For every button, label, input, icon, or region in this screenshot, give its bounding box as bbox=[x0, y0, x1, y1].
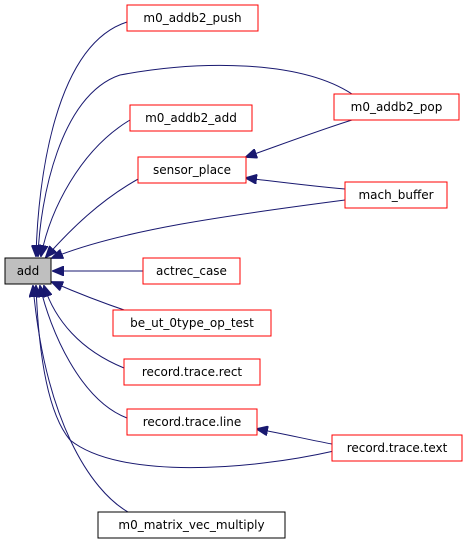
node-label: sensor_place bbox=[153, 163, 231, 177]
node-box bbox=[331, 434, 463, 462]
node-box bbox=[344, 181, 448, 209]
node-label: be_ut_0type_op_test bbox=[130, 316, 254, 330]
edge-record_trace_rect-to-add bbox=[44, 286, 125, 369]
node-box bbox=[129, 104, 253, 132]
node-record_trace_rect[interactable]: record.trace.rect bbox=[123, 358, 261, 386]
node-record_trace_line[interactable]: record.trace.line bbox=[126, 408, 258, 436]
node-label: m0_addb2_push bbox=[143, 11, 241, 25]
node-label: m0_matrix_vec_multiply bbox=[118, 518, 264, 532]
edge-record_trace_line-to-add bbox=[40, 286, 128, 419]
node-add[interactable]: add bbox=[4, 257, 52, 285]
node-label: actrec_case bbox=[156, 264, 227, 278]
edge-sensor_place-to-add bbox=[46, 177, 141, 257]
node-box bbox=[126, 4, 259, 32]
edge-record_trace_text-to-record_trace_line bbox=[257, 429, 333, 445]
edge-record_trace_text-to-add bbox=[36, 286, 335, 469]
edge-m0_addb2_add-to-add bbox=[41, 119, 131, 256]
node-label: record.trace.text bbox=[347, 441, 448, 455]
node-m0_addb2_add[interactable]: m0_addb2_add bbox=[129, 104, 253, 132]
edge-be_ut_0type_op_test-to-add bbox=[52, 282, 131, 313]
node-box bbox=[126, 408, 258, 436]
node-box bbox=[142, 257, 241, 285]
node-label: record.trace.rect bbox=[142, 365, 243, 379]
node-box bbox=[137, 156, 247, 184]
edge-m0_matrix_vec_multiply-to-add bbox=[33, 286, 129, 513]
node-label: add bbox=[17, 264, 40, 278]
node-actrec_case[interactable]: actrec_case bbox=[142, 257, 241, 285]
node-box bbox=[123, 358, 261, 386]
node-box bbox=[4, 257, 52, 285]
node-label: mach_buffer bbox=[358, 188, 433, 202]
node-m0_addb2_pop[interactable]: m0_addb2_pop bbox=[333, 93, 460, 121]
node-box bbox=[333, 93, 460, 121]
node-m0_addb2_push[interactable]: m0_addb2_push bbox=[126, 4, 259, 32]
nodes-layer: add m0_addb2_push m0_addb2_add sensor_place… bbox=[4, 4, 463, 539]
node-label: m0_addb2_add bbox=[145, 111, 237, 125]
node-record_trace_text[interactable]: record.trace.text bbox=[331, 434, 463, 462]
edge-mach_buffer-to-sensor_place bbox=[246, 178, 346, 190]
edge-m0_addb2_push-to-add bbox=[36, 21, 128, 256]
node-box bbox=[112, 309, 272, 337]
node-label: record.trace.line bbox=[143, 415, 242, 429]
node-m0_matrix_vec_multiply[interactable]: m0_matrix_vec_multiply bbox=[97, 511, 286, 539]
node-be_ut_0type_op_test[interactable]: be_ut_0type_op_test bbox=[112, 309, 272, 337]
node-label: m0_addb2_pop bbox=[351, 100, 443, 114]
edge-m0_addb2_pop-to-add bbox=[38, 64, 353, 256]
edge-mach_buffer-to-add bbox=[52, 199, 346, 258]
node-mach_buffer[interactable]: mach_buffer bbox=[344, 181, 448, 209]
edges-layer bbox=[33, 21, 353, 513]
node-sensor_place[interactable]: sensor_place bbox=[137, 156, 247, 184]
node-box bbox=[97, 511, 286, 539]
edge-m0_addb2_pop-to-sensor_place bbox=[246, 119, 353, 157]
